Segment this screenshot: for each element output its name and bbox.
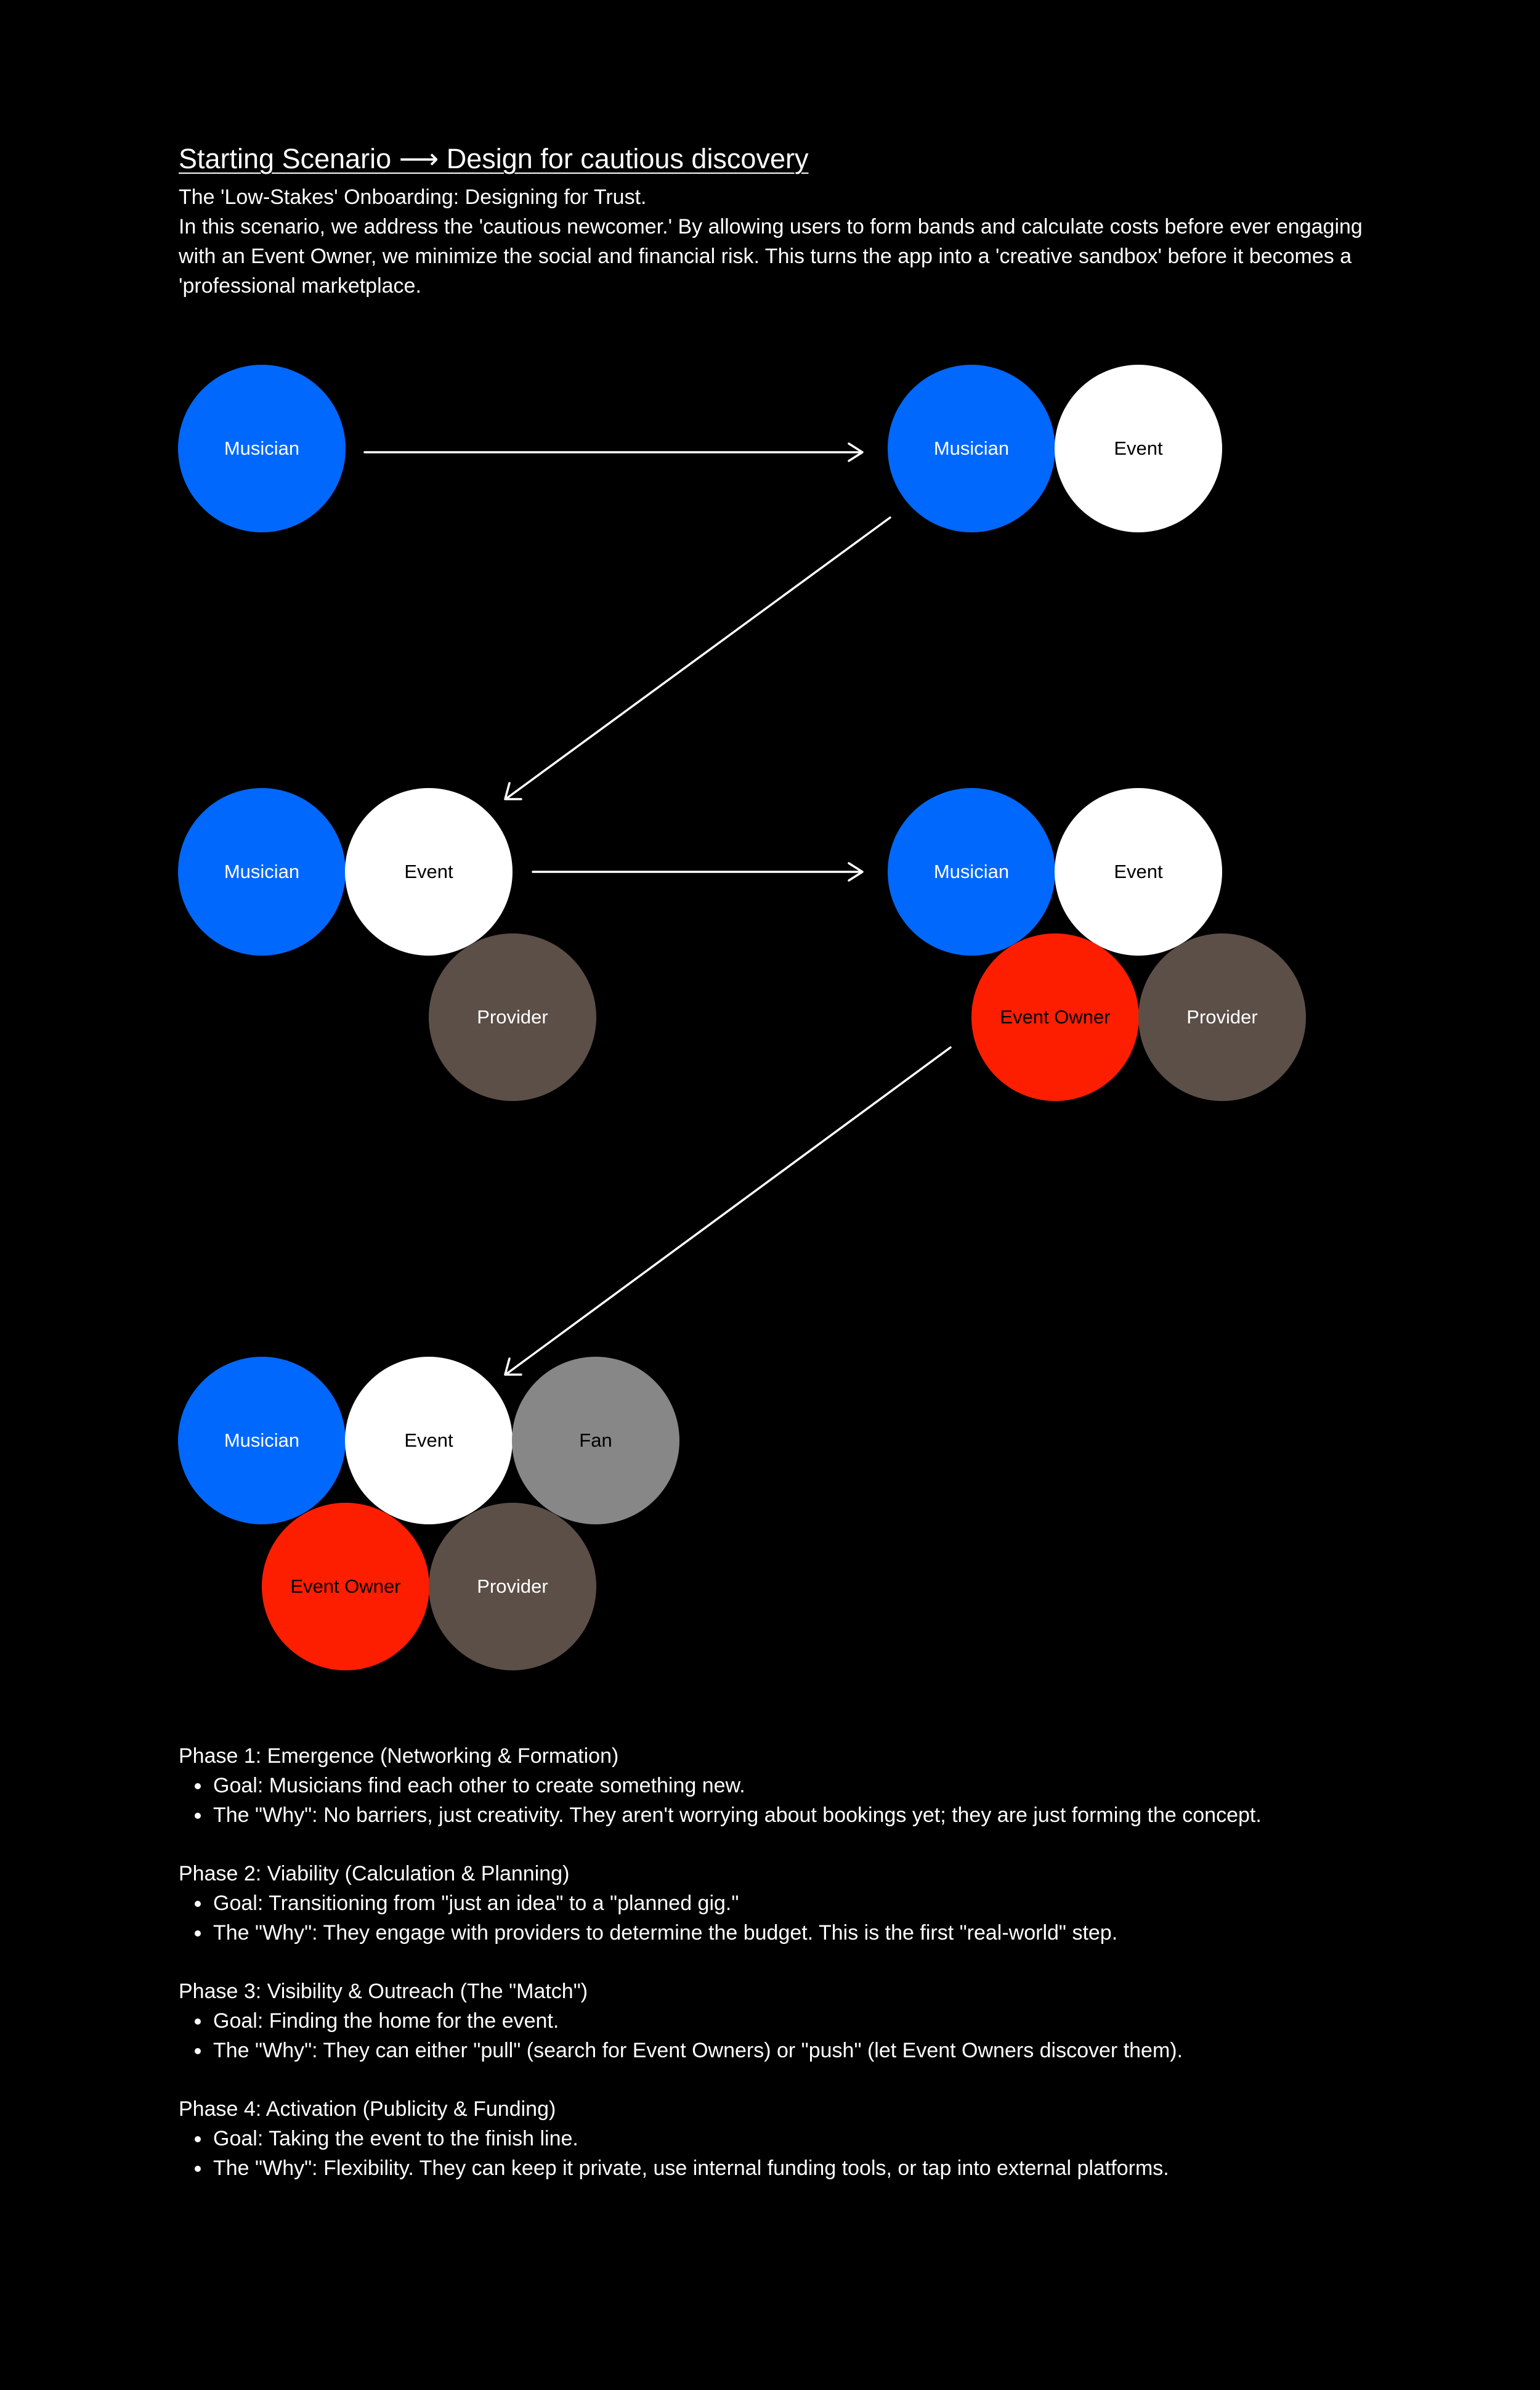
phase-bullets: Goal: Transitioning from "just an idea" … [179,1888,1472,1948]
event-owner-node: Event Owner [971,933,1139,1101]
arrows-layer [363,442,952,1376]
event-node: Event [345,788,513,956]
musician-label: Musician [224,1429,300,1451]
phase-title: Phase 3: Visibility & Outreach (The "Mat… [179,1980,588,2003]
phase-bullets: Goal: Taking the event to the finish lin… [179,2124,1472,2183]
event-node: Event [345,1357,513,1524]
provider-node: Provider [429,933,596,1101]
musician-node: Musician [178,1357,346,1524]
musician-label: Musician [933,437,1010,459]
phase-2: Phase 2: Viability (Calculation & Planni… [179,1859,1472,1948]
header: Starting Scenario ⟶ Design for cautious … [179,140,1411,301]
phase-title: Phase 2: Viability (Calculation & Planni… [179,1862,570,1885]
provider-label: Provider [1186,1006,1258,1028]
musician-label: Musician [224,437,300,459]
fan-node: Fan [512,1357,679,1524]
phase-goal: Goal: Musicians find each other to creat… [195,1771,1472,1800]
event-label: Event [404,861,453,882]
event-label: Event [1114,861,1163,882]
event-owner-label: Event Owner [290,1575,401,1597]
phase-why: The "Why": Flexibility. They can keep it… [195,2153,1472,2183]
musician-node: Musician [888,788,1055,956]
provider-node: Provider [429,1503,596,1670]
event-owner-node: Event Owner [262,1503,429,1670]
phase-goal: Goal: Taking the event to the finish lin… [195,2124,1472,2153]
phase-why: The "Why": No barriers, just creativity.… [195,1800,1472,1830]
phase-bullets: Goal: Musicians find each other to creat… [179,1771,1472,1830]
event-node: Event [1055,788,1222,956]
event-node: Event [1055,365,1222,532]
provider-label: Provider [477,1006,548,1028]
scenario-diagram: Musician Musician Event Musician Event P… [178,365,1306,1670]
musician-node: Musician [888,365,1055,532]
page-title: Starting Scenario ⟶ Design for cautious … [179,143,809,174]
phase-why: The "Why": They engage with providers to… [195,1918,1472,1948]
provider-label: Provider [477,1575,548,1597]
phase-title: Phase 4: Activation (Publicity & Funding… [179,2097,556,2121]
phase-why: The "Why": They can either "pull" (searc… [195,2036,1472,2065]
page-subtitle: The 'Low-Stakes' Onboarding: Designing f… [179,185,647,209]
phase-goal: Goal: Transitioning from "just an idea" … [195,1888,1472,1918]
phase-3: Phase 3: Visibility & Outreach (The "Mat… [179,1977,1472,2065]
fan-label: Fan [579,1429,612,1451]
musician-label: Musician [933,861,1010,882]
arrow-stage4-to-stage5 [504,1046,952,1376]
phase-bullets: Goal: Finding the home for the event. Th… [179,2006,1472,2065]
arrow-stage3-to-stage4 [532,862,864,882]
provider-node: Provider [1138,933,1306,1101]
phases-list: Phase 1: Emergence (Networking & Formati… [179,1741,1472,2212]
intro-paragraph: In this scenario, we address the 'cautio… [179,215,1363,298]
arrow-stage1-to-stage2 [363,442,864,462]
arrow-stage2-to-stage3 [504,516,891,800]
musician-node: Musician [178,365,346,532]
phase-1: Phase 1: Emergence (Networking & Formati… [179,1741,1472,1830]
musician-node: Musician [178,788,346,956]
phase-goal: Goal: Finding the home for the event. [195,2006,1472,2036]
phase-title: Phase 1: Emergence (Networking & Formati… [179,1744,619,1768]
event-owner-label: Event Owner [1000,1006,1111,1028]
event-label: Event [404,1429,453,1451]
event-label: Event [1114,437,1163,459]
musician-label: Musician [224,861,300,882]
phase-4: Phase 4: Activation (Publicity & Funding… [179,2094,1472,2183]
